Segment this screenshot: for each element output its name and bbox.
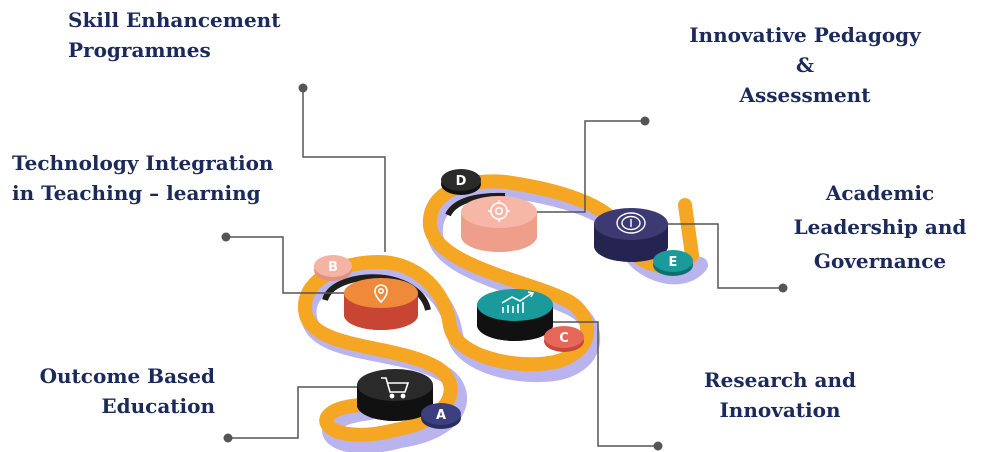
gear-icon xyxy=(488,200,510,222)
badge-letter-a: A xyxy=(436,408,446,423)
label-research-line2: Innovation xyxy=(719,398,841,422)
coin-icon xyxy=(616,212,646,234)
badge-letter-c: C xyxy=(559,331,569,346)
badge-a: A xyxy=(421,403,461,429)
track-inner xyxy=(322,192,506,311)
disc-b xyxy=(344,278,418,330)
badge-letter-e: E xyxy=(669,255,678,270)
label-academic-leadership: Academic Leadership and Governance xyxy=(790,176,970,278)
label-obe-line1: Outcome Based xyxy=(39,364,215,388)
disc-e xyxy=(594,208,668,262)
label-research-line1: Research and xyxy=(704,368,856,392)
disc-d xyxy=(461,196,537,252)
label-leadership-line2: Leadership and xyxy=(793,215,967,239)
badge-d: D xyxy=(441,169,481,195)
label-skill-line1: Skill Enhancement xyxy=(68,8,281,32)
connector-dots xyxy=(221,83,788,451)
label-tech-line1: Technology Integration xyxy=(12,151,274,175)
track-main xyxy=(298,174,700,442)
badge-b: B xyxy=(314,255,352,281)
label-pedagogy-line3: Assessment xyxy=(739,83,871,107)
label-technology-integration: Technology Integration in Teaching – lea… xyxy=(12,148,273,208)
label-tech-line2: in Teaching – learning xyxy=(12,181,261,205)
label-obe-line2: Education xyxy=(101,394,215,418)
disc-c xyxy=(477,289,553,341)
cart-icon xyxy=(381,377,410,399)
label-pedagogy-line2: & xyxy=(795,53,815,77)
badge-c: C xyxy=(544,326,584,352)
connectors xyxy=(226,88,783,447)
label-leadership-line3: Governance xyxy=(813,249,947,273)
label-skill-enhancement: Skill Enhancement Programmes xyxy=(68,5,280,65)
badge-letter-b: B xyxy=(328,260,338,275)
label-pedagogy-line1: Innovative Pedagogy xyxy=(689,23,921,47)
label-leadership-line1: Academic xyxy=(825,181,935,205)
badge-e: E xyxy=(653,250,693,276)
label-research-innovation: Research and Innovation xyxy=(690,365,870,425)
label-innovative-pedagogy: Innovative Pedagogy & Assessment xyxy=(670,20,940,110)
label-outcome-based-education: Outcome Based Education xyxy=(30,361,215,421)
label-skill-line2: Programmes xyxy=(68,38,211,62)
location-pin-icon xyxy=(374,284,388,304)
badge-letter-d: D xyxy=(456,174,467,189)
chart-growth-icon xyxy=(501,291,535,313)
disc-a xyxy=(357,369,433,421)
